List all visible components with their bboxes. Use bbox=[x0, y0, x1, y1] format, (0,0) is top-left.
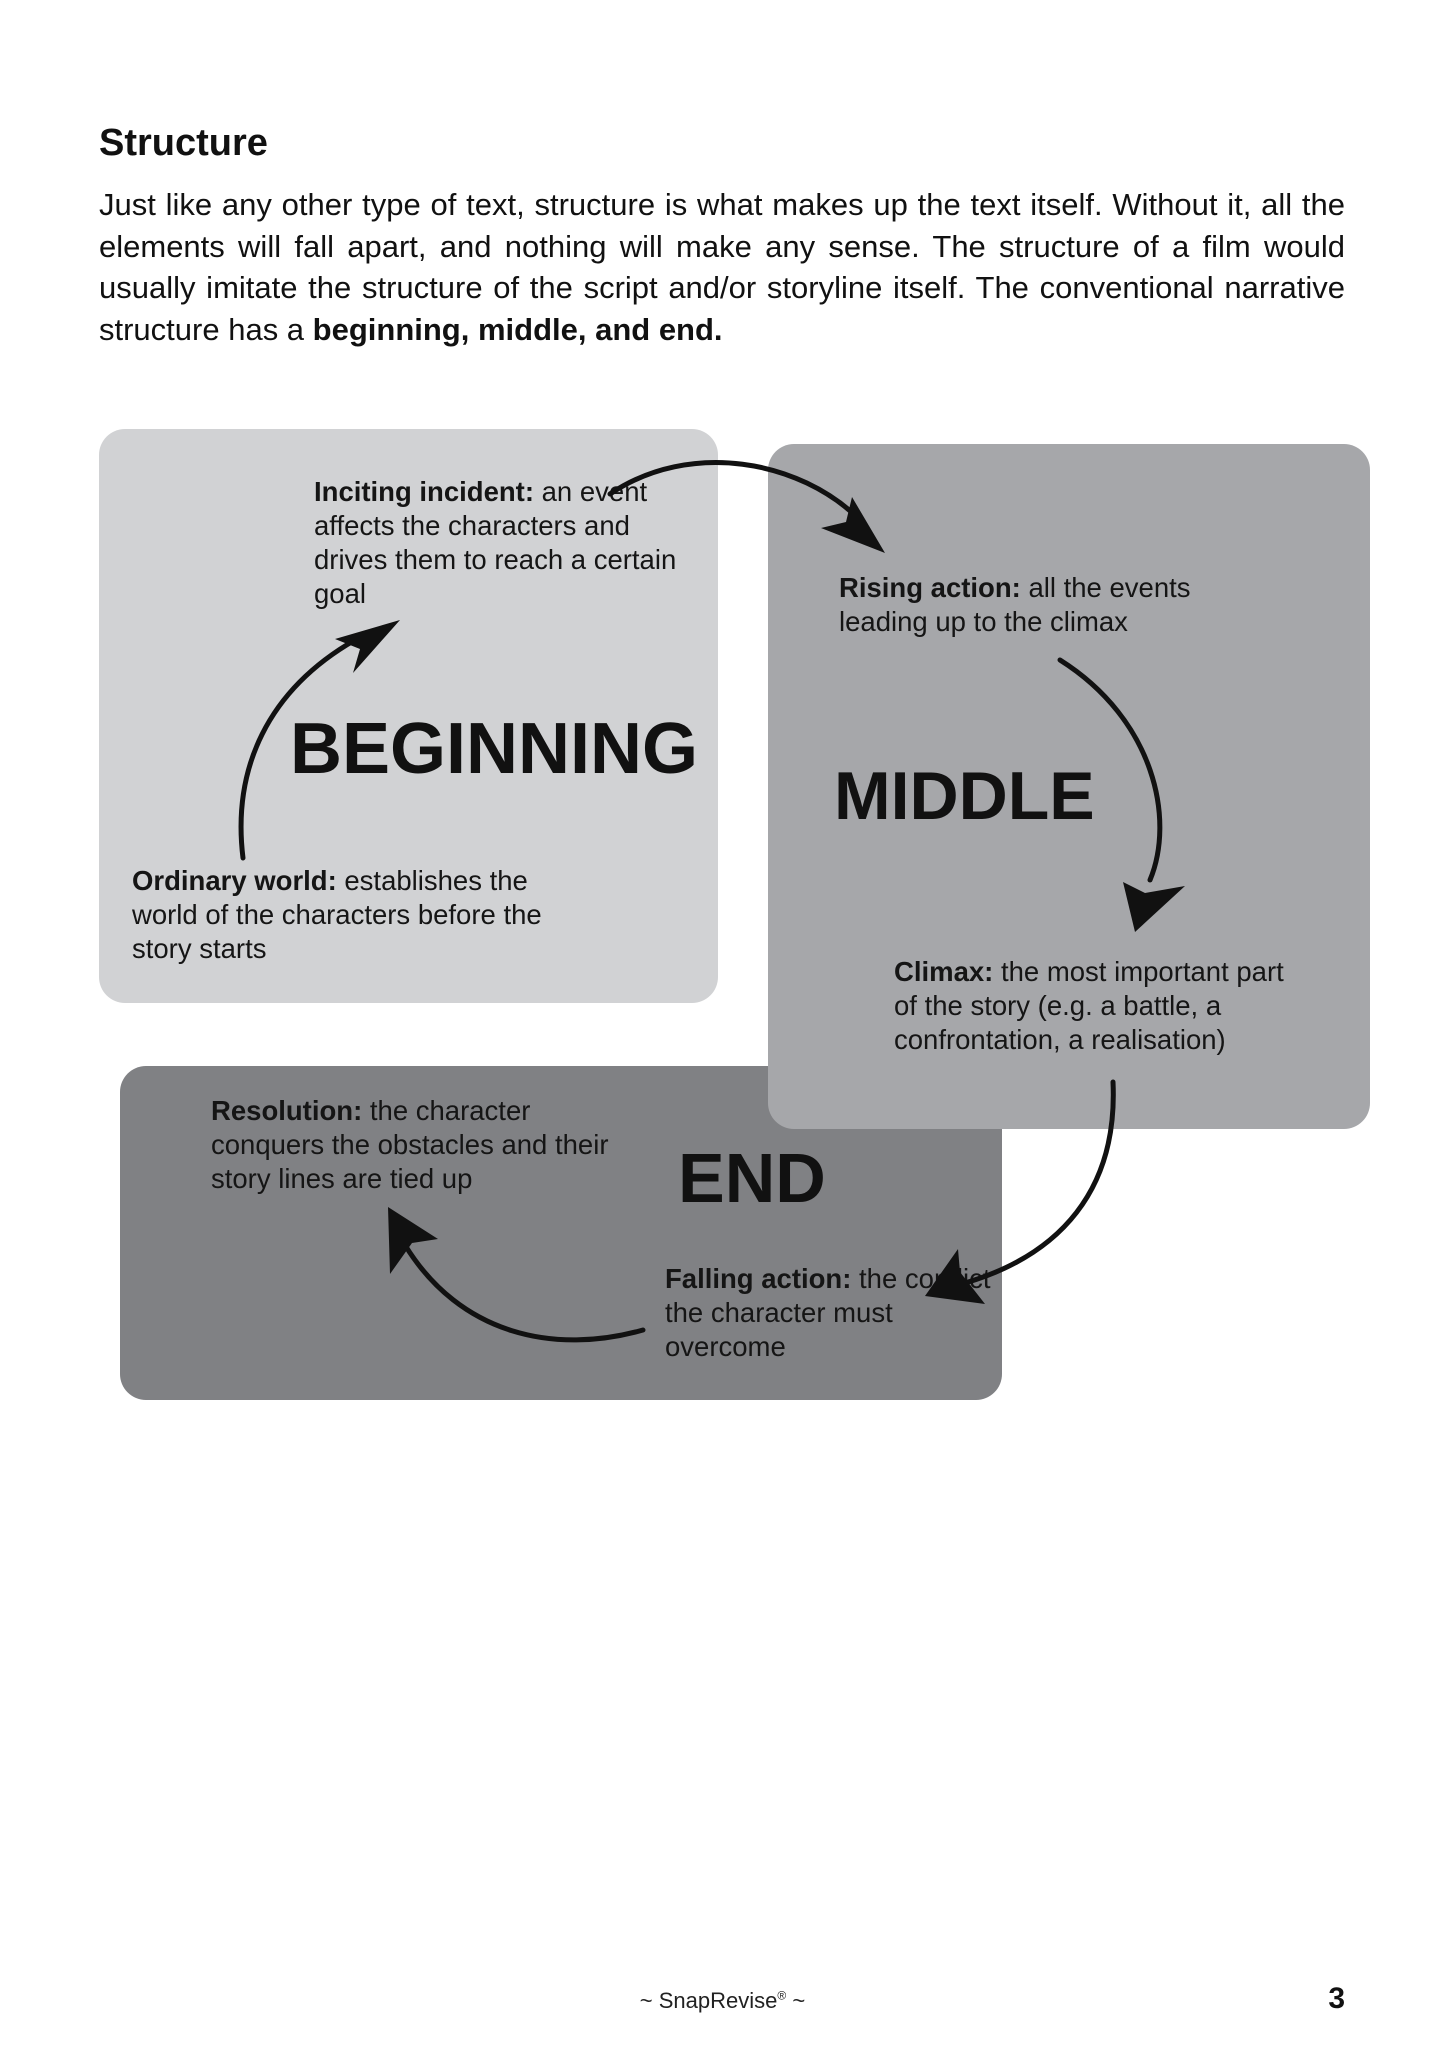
ordinary-world-note: Ordinary world: establishes the world of… bbox=[132, 864, 552, 966]
note-term: Falling action: bbox=[665, 1263, 852, 1294]
middle-panel bbox=[768, 444, 1370, 1129]
footer-brand-suffix: ~ bbox=[786, 1988, 806, 2013]
note-term: Ordinary world: bbox=[132, 865, 337, 896]
climax-note: Climax: the most important part of the s… bbox=[894, 955, 1314, 1057]
note-text: all the events leading up to the climax bbox=[839, 572, 1191, 637]
beginning-panel bbox=[99, 429, 718, 1003]
note-text: an event affects the characters and driv… bbox=[314, 476, 677, 609]
note-text: the most important part of the story (e.… bbox=[894, 956, 1284, 1055]
page-heading: Structure bbox=[99, 122, 268, 164]
note-term: Climax: bbox=[894, 956, 994, 987]
arrowhead-climax bbox=[1123, 882, 1185, 932]
resolution-note: Resolution: the character conquers the o… bbox=[211, 1094, 651, 1196]
beginning-title: BEGINNING bbox=[290, 709, 699, 789]
note-term: Inciting incident: bbox=[314, 476, 534, 507]
page-number: 3 bbox=[1328, 1982, 1345, 2015]
inciting-incident-note: Inciting incident: an event affects the … bbox=[314, 475, 694, 611]
intro-paragraph: Just like any other type of text, struct… bbox=[99, 184, 1345, 350]
end-title: END bbox=[678, 1139, 826, 1217]
arrowhead-falling bbox=[925, 1249, 985, 1304]
note-text: the conflict the character must overcome bbox=[665, 1263, 991, 1362]
intro-bold-text: beginning, middle, and end. bbox=[312, 311, 723, 347]
rising-action-note: Rising action: all the events leading up… bbox=[839, 571, 1259, 639]
footer-brand-text: ~ SnapRevise bbox=[639, 1988, 778, 2013]
arrowhead-rising bbox=[821, 497, 885, 553]
footer-brand: ~ SnapRevise® ~ bbox=[0, 1988, 1445, 2014]
arrow-rising-to-climax bbox=[1057, 657, 1163, 883]
arrow-inciting-to-rising bbox=[607, 460, 863, 523]
arrowhead-inciting bbox=[335, 620, 400, 673]
note-term: Resolution: bbox=[211, 1095, 363, 1126]
middle-title: MIDDLE bbox=[834, 758, 1095, 834]
note-text: establishes the world of the characters … bbox=[132, 865, 542, 964]
intro-text: Just like any other type of text, struct… bbox=[99, 187, 1345, 347]
falling-action-note: Falling action: the conflict the charact… bbox=[665, 1262, 995, 1364]
arrow-ordinary-to-inciting bbox=[238, 637, 358, 861]
arrowhead-resolution bbox=[388, 1207, 438, 1274]
note-text: the character conquers the obstacles and… bbox=[211, 1095, 609, 1194]
arrow-climax-to-falling bbox=[962, 1079, 1116, 1286]
registered-mark: ® bbox=[777, 1988, 787, 2003]
arrow-falling-to-resolution bbox=[402, 1242, 646, 1343]
note-term: Rising action: bbox=[839, 572, 1021, 603]
